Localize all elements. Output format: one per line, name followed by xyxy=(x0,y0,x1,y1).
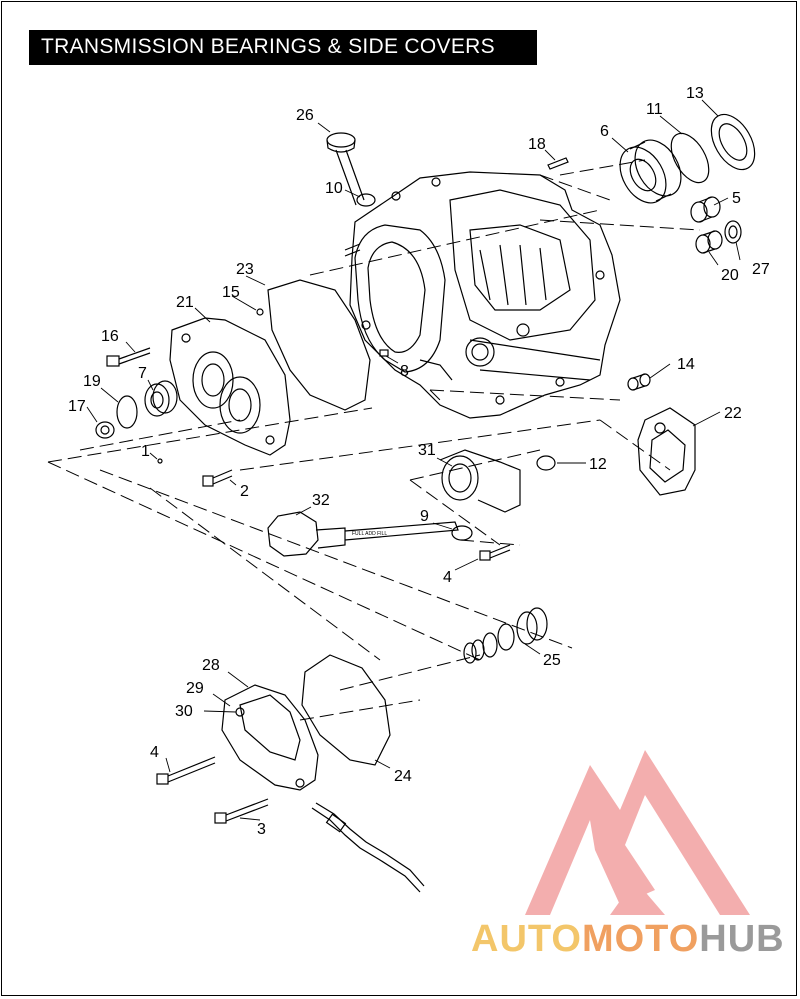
part-13-oil-seal xyxy=(710,113,756,171)
callout-3: 3 xyxy=(257,821,266,838)
callout-23: 23 xyxy=(236,261,254,278)
callout-20: 20 xyxy=(721,267,739,284)
part-32-dipstick: FULL ADD FILL xyxy=(267,511,459,557)
callout-labels: 26 10 18 6 11 13 5 27 20 23 15 21 16 7 1… xyxy=(68,85,770,838)
watermark-moto: MOTO xyxy=(581,918,700,960)
callout-21: 21 xyxy=(176,294,194,311)
part-23-gasket xyxy=(267,279,371,411)
callout-26: 26 xyxy=(296,107,314,124)
assembly-dashed-lines xyxy=(47,159,701,721)
callout-28: 28 xyxy=(202,657,220,674)
callout-14: 14 xyxy=(677,356,695,373)
part-7-bearing xyxy=(144,380,178,417)
callout-7: 7 xyxy=(138,365,147,382)
callout-24: 24 xyxy=(394,768,412,785)
part-3-screw xyxy=(214,798,269,824)
callout-15: 15 xyxy=(222,284,240,301)
callout-2: 2 xyxy=(240,483,249,500)
automotohub-logo xyxy=(525,750,750,915)
part-25-spring-assembly xyxy=(463,607,548,664)
part-26-breather-plug xyxy=(326,132,365,206)
callout-5: 5 xyxy=(732,190,741,207)
callout-19: 19 xyxy=(83,373,101,390)
part-1-dowel xyxy=(157,458,163,464)
leader-lines xyxy=(86,99,741,821)
part-16-screw xyxy=(106,347,151,367)
watermark-auto: AUTO xyxy=(471,918,582,960)
callout-12: 12 xyxy=(589,456,607,473)
callout-16: 16 xyxy=(101,328,119,345)
part-4-screw-mid xyxy=(479,544,511,561)
callout-8: 8 xyxy=(400,363,409,380)
callout-31: 31 xyxy=(418,442,436,459)
page-title: TRANSMISSION BEARINGS & SIDE COVERS xyxy=(41,35,495,58)
part-27-seal xyxy=(724,220,742,244)
neutral-switch-wire xyxy=(311,802,425,893)
callout-13: 13 xyxy=(686,85,704,102)
watermark-text: AUTOMOTOHUB xyxy=(471,918,785,961)
callout-4-mid: 4 xyxy=(443,569,452,586)
title-bar: TRANSMISSION BEARINGS & SIDE COVERS xyxy=(29,30,537,65)
callout-1: 1 xyxy=(141,443,150,460)
callout-17: 17 xyxy=(68,398,86,415)
part-22-gasket xyxy=(637,407,696,496)
part-15-dowel xyxy=(256,308,264,316)
part-28-side-cover xyxy=(221,684,319,791)
callout-9: 9 xyxy=(420,508,429,525)
part-11-retaining-ring xyxy=(670,132,710,184)
callout-11: 11 xyxy=(646,101,663,118)
part-9-o-ring xyxy=(451,525,473,541)
part-18-screw xyxy=(547,157,569,170)
part-4-screw-lower xyxy=(156,756,216,785)
callout-10: 10 xyxy=(325,180,343,197)
part-10-o-ring xyxy=(356,193,376,207)
part-19-retaining-ring xyxy=(116,395,138,429)
watermark-hub: HUB xyxy=(699,918,785,960)
part-24-gasket xyxy=(301,654,391,766)
callout-22: 22 xyxy=(724,405,742,422)
part-6-bearing xyxy=(619,139,682,204)
callout-30: 30 xyxy=(175,703,193,720)
dipstick-marking: FULL ADD FILL xyxy=(352,531,387,537)
part-14-dowel xyxy=(627,373,651,391)
callout-27: 27 xyxy=(752,261,770,278)
callout-25: 25 xyxy=(543,652,561,669)
callout-32: 32 xyxy=(312,492,330,509)
part-31-oil-line-fitting xyxy=(439,449,521,513)
callout-6: 6 xyxy=(600,123,609,140)
callout-29: 29 xyxy=(186,680,204,697)
transmission-case xyxy=(344,171,621,419)
part-20-bushing xyxy=(695,230,723,254)
part-21-bearing-housing xyxy=(169,317,291,456)
part-17-seal xyxy=(95,421,115,439)
callout-4-lower: 4 xyxy=(150,744,159,761)
part-2-screw xyxy=(202,469,233,487)
part-8-dowel xyxy=(379,349,389,357)
part-12-o-ring xyxy=(536,455,556,471)
part-5-needle-bearing xyxy=(690,196,721,223)
callout-18: 18 xyxy=(528,136,546,153)
